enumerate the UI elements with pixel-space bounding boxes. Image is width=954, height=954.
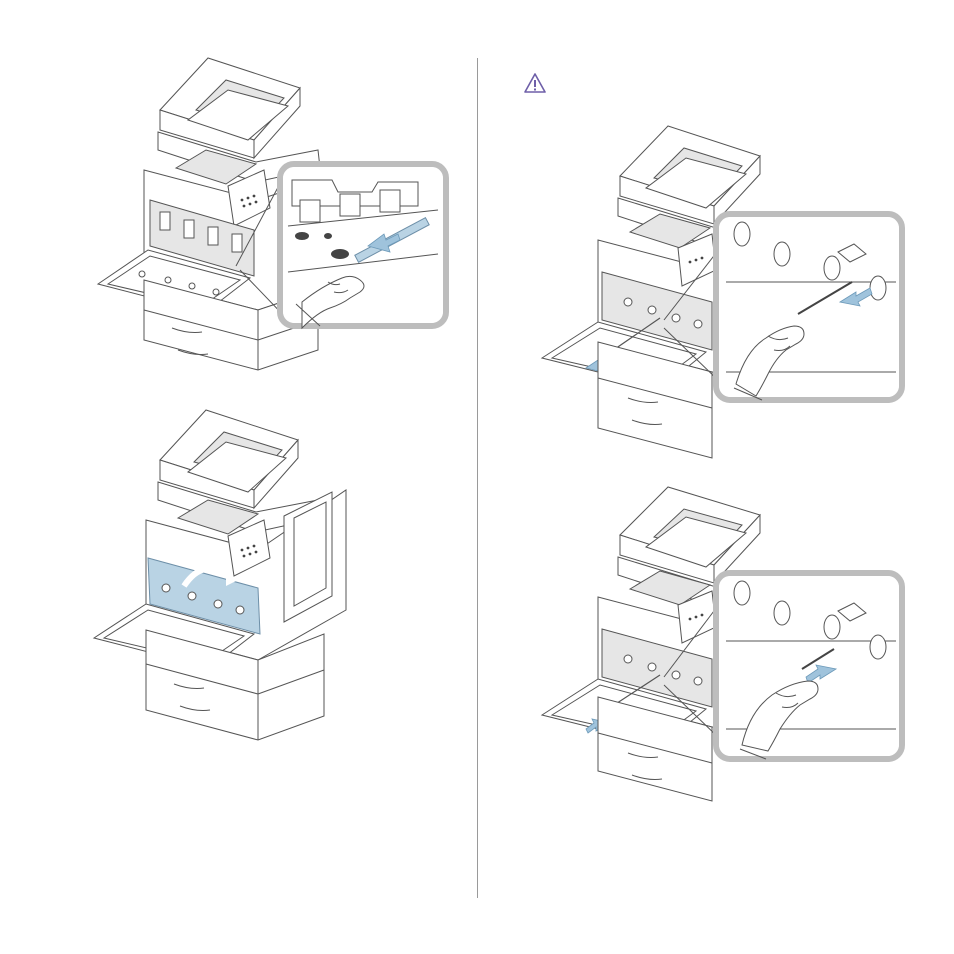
warning-triangle-icon: [524, 72, 546, 94]
printer-cleaning-rod-push-in-illustration: [536, 483, 906, 805]
printer-cleaning-rod-pull-out-illustration: [536, 122, 906, 462]
printer-open-front-cover-illustration: [88, 400, 358, 745]
column-divider: [477, 58, 478, 898]
printer-open-front-cleaning-rod-illustration: [88, 40, 452, 380]
